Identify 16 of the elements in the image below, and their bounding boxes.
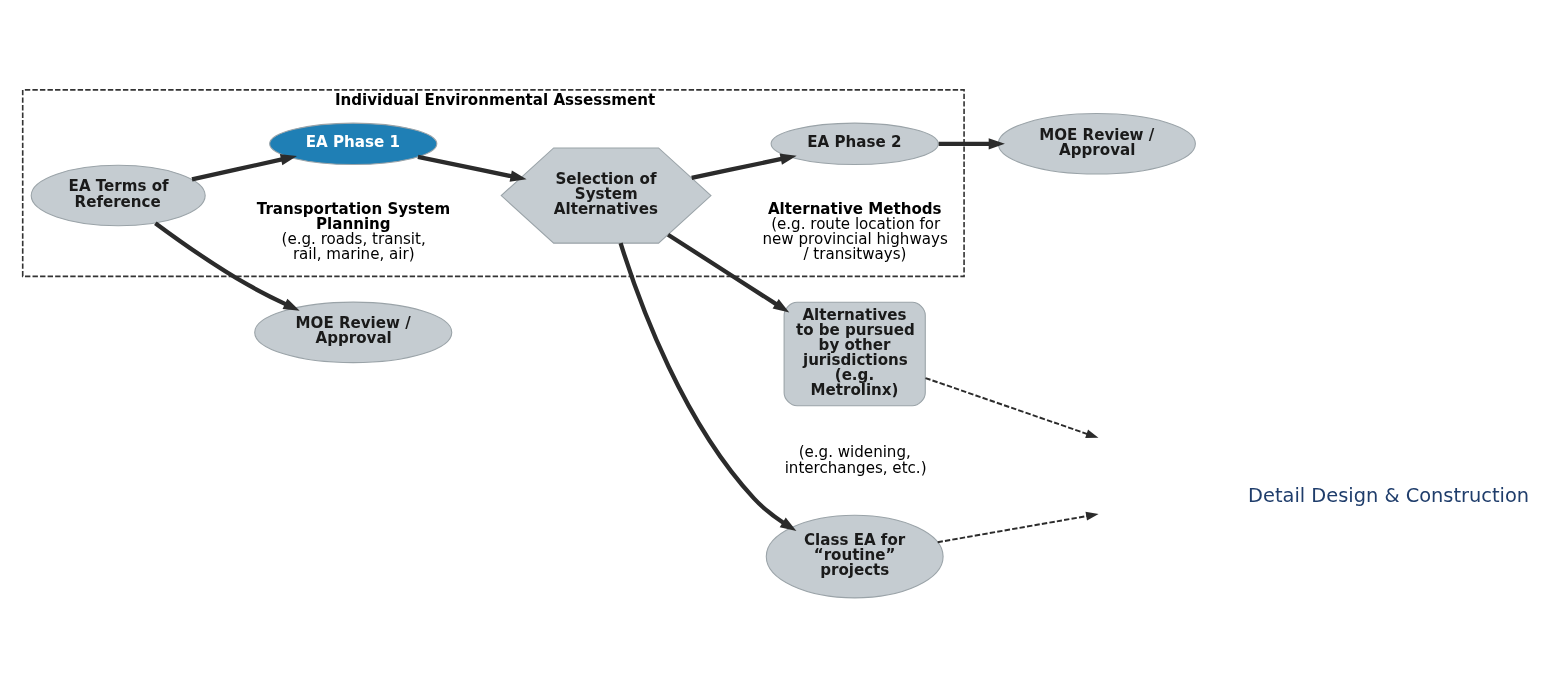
arrow [938, 138, 1005, 150]
arrow [416, 154, 527, 182]
arrow [618, 242, 796, 532]
label: Detail Design & Construction [1247, 484, 1529, 508]
arrow [666, 232, 789, 313]
node-label: (e.g. route location for new provincial highways / transitways) [762, 215, 948, 264]
arrow [924, 377, 1098, 438]
arrow [191, 154, 297, 182]
arrow [153, 221, 300, 311]
arrow [690, 153, 797, 180]
arrow [936, 511, 1099, 544]
node-ellipse: MOE Review / Approval [997, 113, 1196, 175]
node-label: (e.g. widening, interchanges, etc.) [784, 442, 927, 477]
node-ellipse: EA Terms of Reference [30, 164, 206, 227]
node-ellipse: MOE Review / Approval [253, 301, 452, 364]
node-box: Alternatives to be pursued by other jurisdictions (e.g. Metrolinx) [783, 301, 926, 407]
